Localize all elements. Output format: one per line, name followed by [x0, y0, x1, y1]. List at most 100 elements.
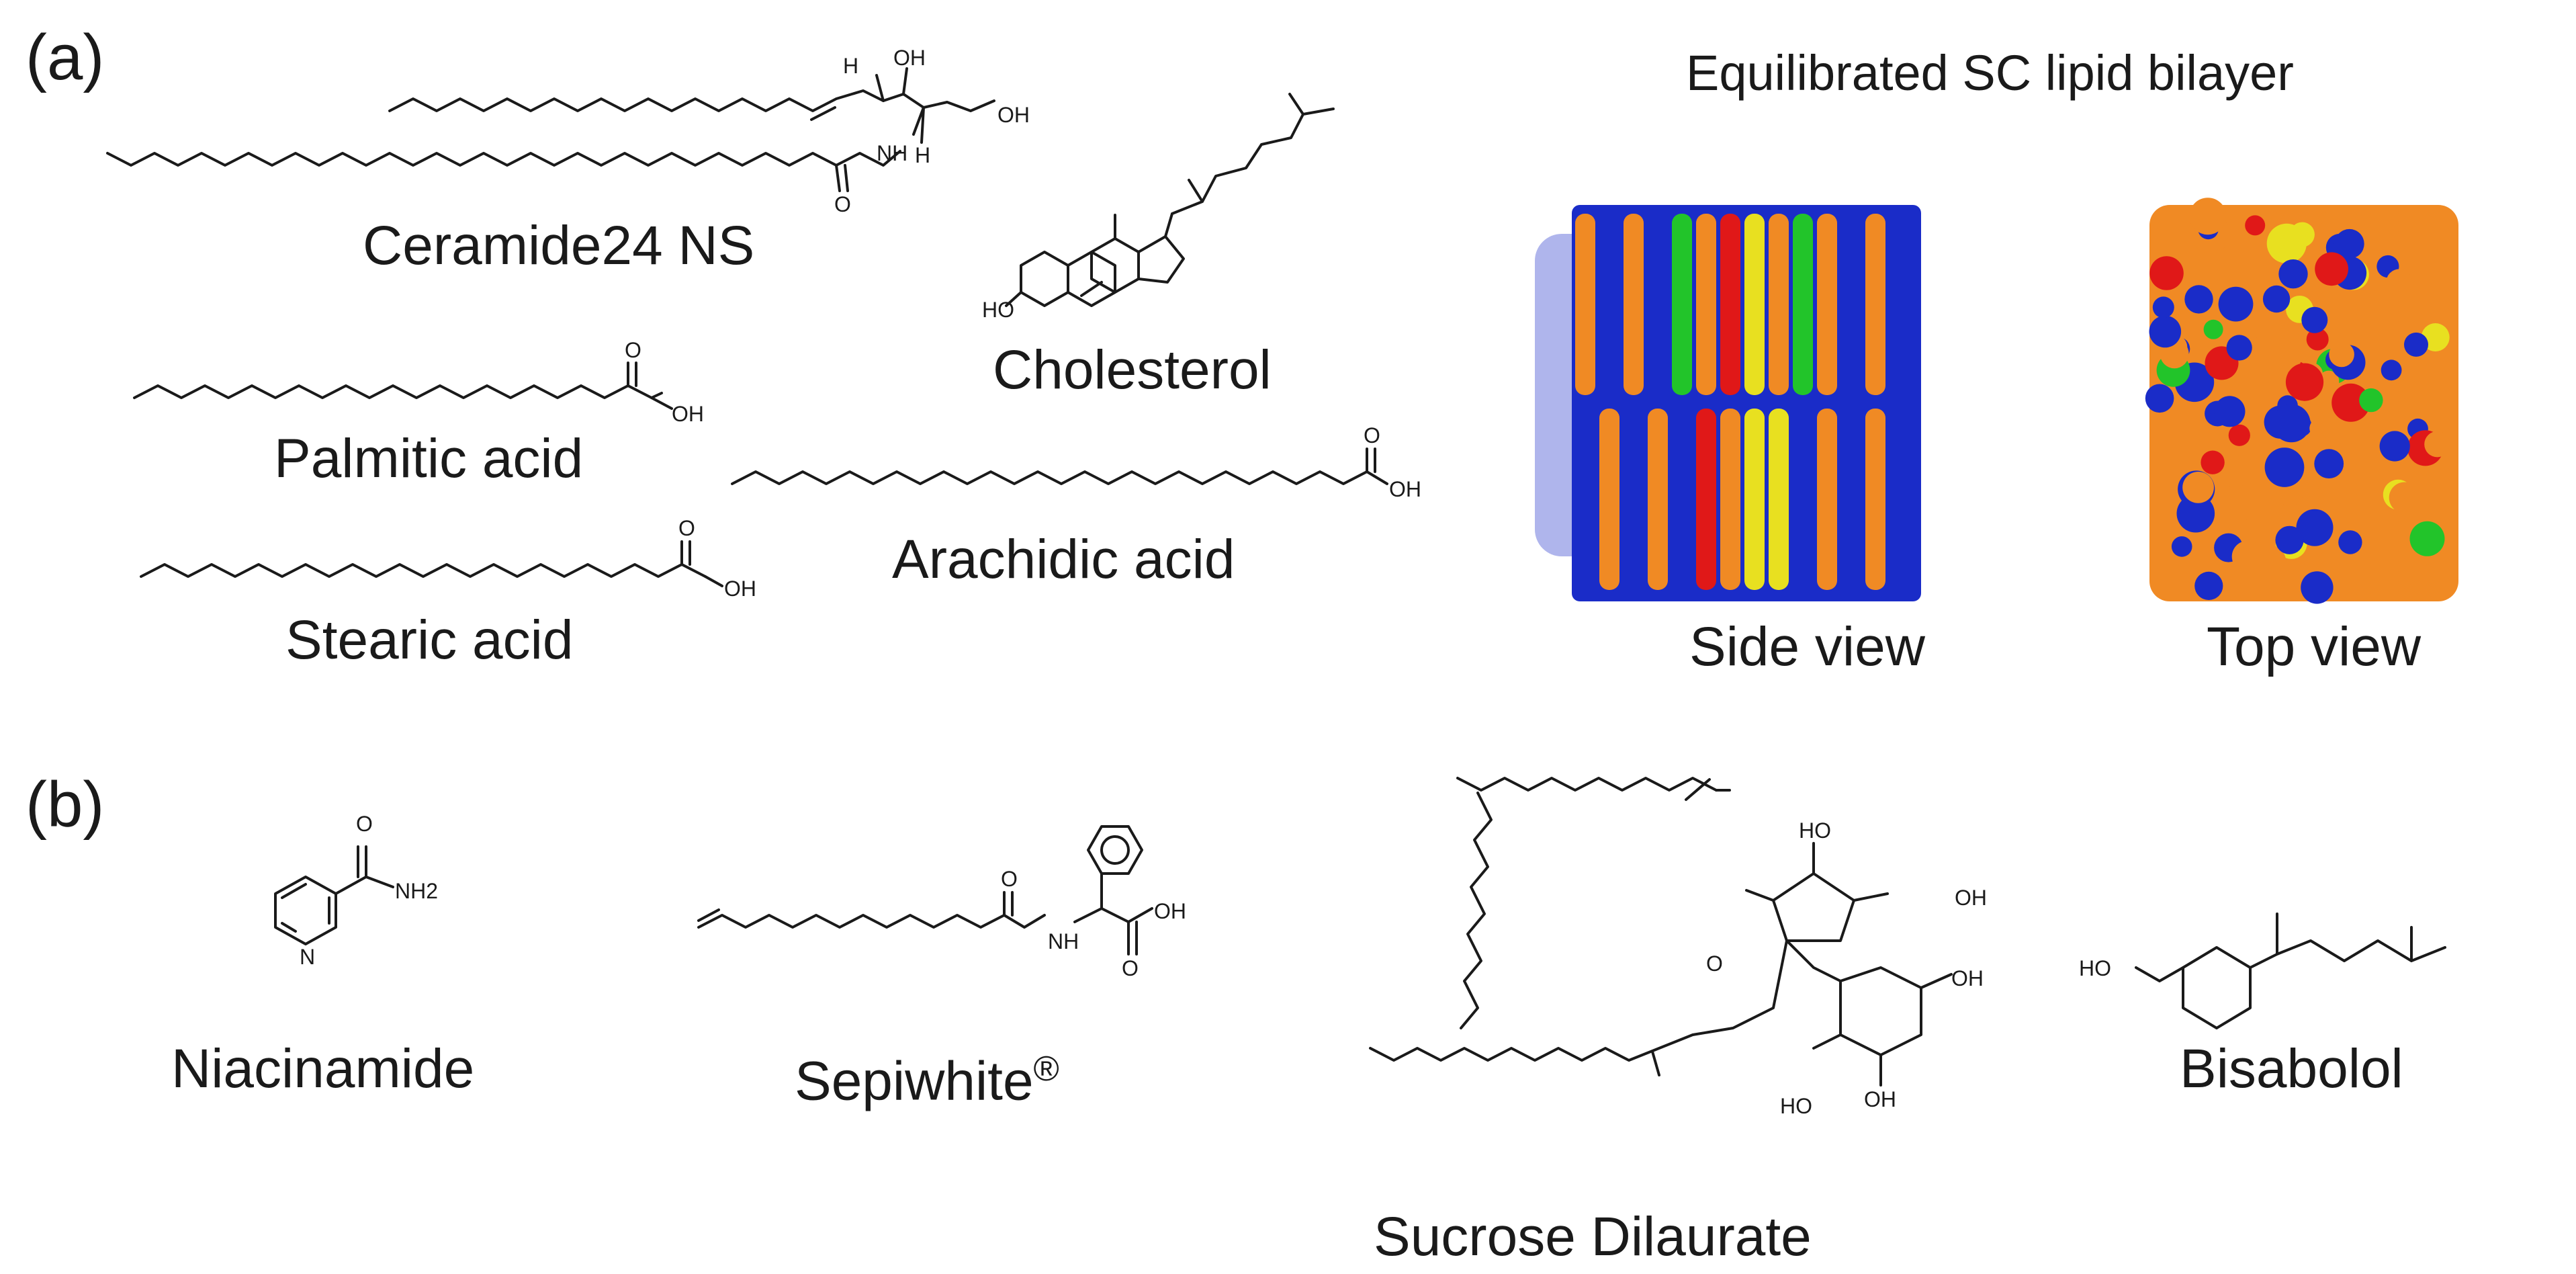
- lipid-blob: [2228, 424, 2250, 446]
- atom-oh: OH: [997, 103, 1030, 127]
- lipid-blob: [2301, 571, 2334, 604]
- atom-nh: NH: [877, 141, 908, 165]
- atom-oh: OH: [724, 577, 756, 601]
- lipid-blob: [2386, 269, 2413, 296]
- lipid-blob: [2379, 431, 2410, 462]
- lipid-blob: [2189, 198, 2227, 235]
- ceramide-double-bond: [810, 106, 836, 121]
- lipid-strand-upper: [1744, 214, 1765, 395]
- lipid-blob: [2338, 530, 2362, 554]
- lipid-strand-upper: [1817, 214, 1837, 395]
- lipid-blob: [2182, 472, 2215, 503]
- atom-o: O: [678, 516, 695, 540]
- lipid-blob: [2424, 431, 2450, 458]
- sucrose-name: Sucrose Dilaurate: [1374, 1206, 1812, 1267]
- lipid-strand-upper: [1769, 214, 1789, 395]
- lipid-blob: [2354, 443, 2379, 468]
- sucrose-skeleton: [1369, 777, 1953, 1087]
- lipid-strand-lower: [1648, 409, 1668, 590]
- lipid-blob: [2296, 509, 2334, 546]
- lipid-blob: [2184, 285, 2213, 314]
- lipid-strand-upper: [1696, 214, 1716, 395]
- atom-o: O: [1122, 956, 1139, 980]
- ceramide-name: Ceramide24 NS: [363, 215, 755, 276]
- atom-oh: OH: [893, 46, 926, 70]
- palmitic-chain: [133, 384, 663, 399]
- lipid-strand-upper: [1648, 214, 1668, 395]
- lipid-blob: [2219, 484, 2256, 522]
- atom-n: N: [300, 945, 316, 969]
- bilayer-title: Equilibrated SC lipid bilayer: [1686, 45, 2294, 101]
- ceramide-carbonyl: [835, 164, 849, 192]
- lipid-blob: [2214, 396, 2246, 427]
- lipid-blob: [2149, 256, 2184, 290]
- lipid-strand-upper: [1720, 214, 1740, 395]
- lipid-strand-upper: [1624, 214, 1644, 395]
- arachidic-carbonyl: [1366, 448, 1388, 485]
- cholesterol-name: Cholesterol: [993, 339, 1272, 400]
- lipid-strand-upper: [1599, 214, 1619, 395]
- lipid-blob: [2149, 315, 2182, 348]
- atom-ho: HO: [1780, 1094, 1812, 1118]
- lipid-strand-lower: [1793, 409, 1813, 590]
- arachidic-name: Arachidic acid: [892, 529, 1235, 590]
- lipid-blob: [2318, 370, 2340, 392]
- sepiwhite-skeleton: [697, 825, 1153, 955]
- lipid-blob: [2245, 215, 2266, 236]
- lipid-blob: [2381, 359, 2402, 381]
- lipid-blob: [2285, 363, 2324, 401]
- stearic-name: Stearic acid: [285, 609, 574, 671]
- lipid-blob: [2152, 296, 2174, 318]
- atom-oh: OH: [1154, 899, 1186, 923]
- cholesterol-skeleton: [1005, 93, 1335, 307]
- lipid-strand-upper: [1890, 214, 1910, 395]
- atom-ho: HO: [982, 298, 1014, 322]
- lipid-blob: [2145, 384, 2174, 413]
- lipid-strand-upper: [1865, 214, 1885, 395]
- registered-mark: ®: [1033, 1050, 1059, 1089]
- atom-o: O: [356, 812, 373, 836]
- lipid-blob: [2272, 404, 2311, 443]
- lipid-blob: [2331, 383, 2370, 422]
- ceramide-acyl-chain: [106, 150, 901, 167]
- lipid-blob: [2275, 525, 2304, 554]
- side-view-label: Side view: [1689, 616, 1925, 677]
- lipid-blob: [2359, 388, 2383, 413]
- atom-o: O: [1001, 867, 1018, 891]
- atom-o: O: [834, 192, 851, 216]
- niacinamide-name: Niacinamide: [171, 1038, 475, 1099]
- lipid-blob: [2262, 285, 2291, 313]
- bilayer-top-view: [2145, 198, 2458, 604]
- lipid-strand-lower: [1769, 409, 1789, 590]
- panel-b-label: (b): [26, 769, 105, 841]
- atom-oh: OH: [672, 402, 704, 426]
- atom-oh: OH: [1389, 477, 1421, 501]
- lipid-blob: [2301, 306, 2328, 333]
- atom-h: H: [915, 143, 931, 167]
- lipid-blob: [2309, 417, 2331, 439]
- lipid-strand-upper: [1575, 214, 1595, 395]
- palmitic-name: Palmitic acid: [274, 428, 584, 489]
- atom-oh: OH: [1864, 1087, 1896, 1111]
- atom-ho: HO: [2079, 956, 2111, 980]
- lipid-blob: [2389, 482, 2420, 513]
- lipid-strand-lower: [1672, 409, 1692, 590]
- panel-a-label: (a): [26, 22, 105, 93]
- ceramide-sphingoid-chain: [388, 89, 995, 112]
- stearic-carbonyl: [680, 540, 723, 587]
- lipid-strand-lower: [1841, 409, 1861, 590]
- lipid-strand-upper: [1672, 214, 1692, 395]
- atom-h: H: [843, 54, 859, 78]
- lipid-blob: [2314, 449, 2344, 478]
- lipid-blob: [2266, 223, 2307, 263]
- lipid-blob: [2194, 571, 2223, 601]
- arachidic-chain: [731, 470, 1368, 485]
- lipid-strand-lower: [1624, 409, 1644, 590]
- atom-o: O: [625, 338, 641, 362]
- palmitic-carbonyl: [627, 362, 673, 410]
- lipid-blob: [2264, 448, 2305, 487]
- atom-o: O: [1706, 951, 1723, 976]
- niacinamide-skeleton: [274, 845, 394, 945]
- lipid-strand-lower: [1599, 409, 1619, 590]
